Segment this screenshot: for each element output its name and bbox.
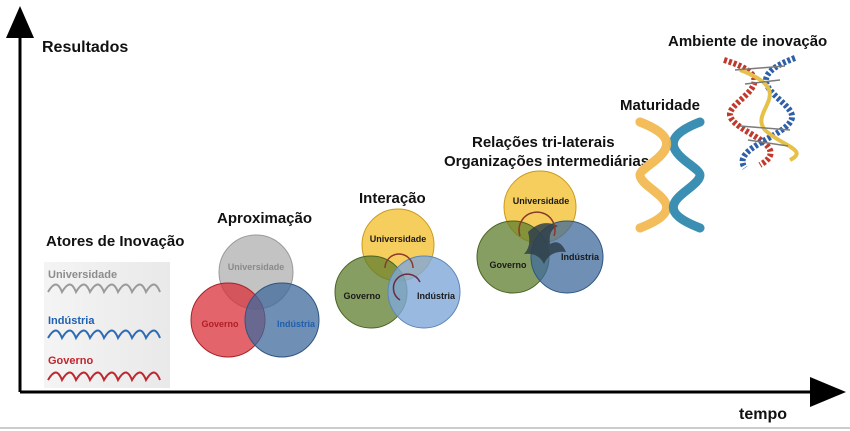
helix-strand-blue bbox=[668, 117, 705, 233]
stage-relacoes-trilaterais: Relações tri-laterais Organizações inter… bbox=[444, 134, 649, 294]
circle-label-universidade: Universidade bbox=[228, 262, 285, 272]
interaction-arc bbox=[384, 253, 414, 269]
stage-title-line2: Organizações intermediárias bbox=[444, 153, 649, 170]
circle-label-industria: Indústria bbox=[561, 252, 600, 262]
circle-industria bbox=[244, 282, 320, 358]
helix-strand-industria bbox=[47, 329, 161, 341]
circle-label-governo: Governo bbox=[489, 260, 527, 270]
stage-interacao: Interação Universidade Governo Indústria bbox=[334, 190, 461, 329]
y-axis-arrow bbox=[6, 6, 34, 38]
actor-label-industria: Indústria bbox=[48, 315, 95, 327]
dna-rung bbox=[734, 65, 786, 71]
x-axis-arrow bbox=[810, 377, 846, 407]
stage-aproximacao: Aproximação Universidade Governo Indústr… bbox=[190, 210, 320, 358]
actor-label-universidade: Universidade bbox=[48, 269, 117, 281]
circle-label-universidade: Universidade bbox=[513, 196, 570, 206]
dna-molecule-icon bbox=[723, 55, 799, 170]
interaction-arc bbox=[392, 273, 421, 301]
stage-title: Ambiente de inovação bbox=[668, 33, 827, 50]
y-axis-label: Resultados bbox=[42, 39, 128, 56]
dna-strand-yellow bbox=[739, 68, 799, 162]
intermediary-shape bbox=[524, 223, 566, 264]
dna-rung bbox=[747, 139, 789, 147]
axes: Resultados tempo bbox=[6, 6, 846, 423]
stage-title-line1: Relações tri-laterais bbox=[472, 134, 615, 151]
stage-title: Aproximação bbox=[217, 210, 312, 227]
circle-label-industria: Indústria bbox=[417, 291, 456, 301]
circle-label-governo: Governo bbox=[343, 291, 381, 301]
circle-label-universidade: Universidade bbox=[370, 234, 427, 244]
circle-label-industria: Indústria bbox=[277, 319, 316, 329]
helix-strand-yellow bbox=[635, 117, 672, 180]
stage-atores-de-inovacao: Atores de Inovação Universidade Indústri… bbox=[44, 233, 184, 388]
helix-strand-universidade bbox=[47, 283, 161, 295]
stage-ambiente-de-inovacao: Ambiente de inovação bbox=[668, 33, 827, 170]
actors-panel bbox=[44, 262, 170, 388]
stage-title: Maturidade bbox=[620, 97, 700, 114]
stage-title: Interação bbox=[359, 190, 426, 207]
stage-title: Atores de Inovação bbox=[46, 233, 184, 250]
actor-label-governo: Governo bbox=[48, 355, 94, 367]
stage-maturidade: Maturidade bbox=[620, 97, 705, 233]
double-helix-icon bbox=[635, 117, 705, 233]
x-axis-label: tempo bbox=[739, 406, 787, 423]
dna-rung bbox=[739, 125, 791, 131]
circle-label-governo: Governo bbox=[201, 319, 239, 329]
interaction-arc bbox=[518, 211, 556, 237]
helix-strand-governo bbox=[47, 371, 161, 383]
dna-strand-blue bbox=[739, 55, 797, 170]
dna-rung bbox=[744, 79, 781, 85]
